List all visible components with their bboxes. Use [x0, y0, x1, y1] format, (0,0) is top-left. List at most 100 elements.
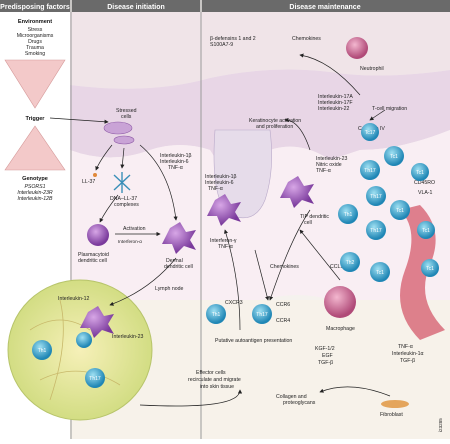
flow-arrows — [95, 53, 391, 407]
ln-th1-cell — [32, 340, 52, 360]
cluster-tc1-e: Tc1 — [376, 270, 384, 276]
th1-cxcr3-cell-label: Th1 — [212, 312, 221, 318]
defensins-label-0: β-defensins 1 and 2 — [210, 36, 256, 42]
genotype-item-1: Interleukin-23R — [17, 190, 52, 196]
environment-item-3: Trauma — [26, 45, 44, 51]
naive-t-cell — [76, 332, 92, 348]
cluster-tc1-a: Tc1 — [390, 154, 398, 160]
fibro-cytokine-2: TGF-β — [400, 358, 415, 364]
ll37-peptide — [93, 173, 97, 177]
dermis-layer — [70, 130, 450, 320]
t-cell-migration-label: T-cell migration — [372, 106, 407, 112]
stressed-cells — [103, 121, 135, 145]
cluster-tc17: Tc17 — [365, 130, 376, 136]
ln-th17-cell — [85, 368, 105, 388]
ccl19-label: CCL19 — [330, 264, 346, 270]
effector-label-2: into skin tissue — [200, 384, 234, 390]
genotype-item-2: Interleukin-12B — [18, 196, 53, 202]
header-predisposing: Predisposing factors — [0, 4, 70, 11]
th17-cytokine-1: Interleukin-17F — [318, 100, 353, 106]
macrophage — [324, 286, 356, 318]
chemokines-top-label: Chemokines — [292, 36, 321, 42]
tip-label-0: TIP dendritic — [300, 214, 329, 220]
macrophage-label: Macrophage — [326, 326, 355, 332]
fibro-cytokine-0: TNF-α — [398, 344, 413, 350]
dna-ll37-complex — [113, 172, 131, 193]
chemokines-mid-label: Chemokines — [270, 264, 299, 270]
activation-label: Activation — [123, 226, 146, 232]
init-cytokine-2: TNF-α — [168, 165, 183, 171]
environment-item-1: Microorganisms — [17, 33, 54, 39]
trigger-arrow — [49, 117, 109, 124]
tip-cytokine-2: TNF-α — [316, 168, 331, 174]
maint-cytokine-0: Interleukin-1β — [205, 174, 237, 180]
stressed-cells-label-0: Stressed — [116, 108, 137, 114]
cluster-tc1-d: Tc1 — [422, 228, 430, 234]
tip-cytokine-1: Nitric oxide — [316, 162, 342, 168]
dna-label-1: complexes — [114, 202, 139, 208]
header-bar-initiation — [72, 0, 200, 12]
interferon-alpha-label: Interferon-α — [118, 239, 142, 244]
keratinocyte-label-0: Keratinocyte activation — [249, 118, 301, 124]
maint-cytokine-1: Interleukin-6 — [205, 180, 234, 186]
cluster-th2: Th2 — [346, 260, 355, 266]
neutrophil — [346, 37, 368, 59]
cluster-tc1-c: Tc1 — [396, 208, 404, 214]
ln-il23-label: Interleukin-23 — [112, 334, 144, 340]
genotype-title: Genotype — [22, 176, 48, 182]
lymph-node-label: Lymph node — [155, 286, 183, 292]
fibro-cytokine-1: Interleukin-1α — [392, 351, 424, 357]
neutrophil-label: Neutrophil — [360, 66, 384, 72]
autoantigen-label: Putative autoantigen presentation — [215, 338, 292, 344]
dermal-papilla — [213, 129, 272, 219]
stressed-cells-label-1: cells — [121, 114, 132, 120]
init-cytokine-1: Interleukin-6 — [160, 159, 189, 165]
ifng-label-1: TNF-α — [218, 244, 233, 250]
plasmacytoid-dendritic-cell — [87, 224, 109, 246]
dermal-dendritic-cell — [162, 222, 196, 254]
effector-label-0: Effector cells — [196, 370, 226, 376]
fibroblast — [381, 400, 409, 408]
vla1-label: VLA-1 — [418, 190, 433, 196]
collagen-label-0: Collagen and — [276, 394, 307, 400]
th1-cxcr3-cell — [206, 304, 226, 324]
effector-label-1: recirculate and migrate — [188, 377, 241, 383]
ccr4-label: CCR4 — [276, 318, 290, 324]
environment-title: Environment — [18, 19, 52, 25]
environment-item-2: Drugs — [28, 39, 42, 45]
tip-dendritic-cell — [280, 176, 314, 208]
ddc-label-1: dendritic cell — [164, 264, 193, 270]
t-cell-cluster — [338, 123, 439, 282]
cxcr3-label: CXCR3 — [225, 300, 243, 306]
ln-th1-label: Th1 — [38, 348, 47, 354]
genotype-item-0: PSORS1 — [24, 184, 45, 190]
upper-skin-layer — [70, 12, 450, 89]
cluster-th17-a: Th17 — [364, 168, 376, 174]
ifng-label-0: Interferon-γ — [210, 238, 237, 244]
th17-cytokine-0: Interleukin-17A — [318, 94, 353, 100]
pdc-label-1: dendritic cell — [78, 258, 107, 264]
growth-factor-2: TGF-β — [318, 360, 333, 366]
epidermis-layer — [70, 69, 450, 175]
maint-dendritic-cell — [207, 194, 241, 226]
figure-id: i23285 — [438, 418, 443, 432]
tip-cytokine-0: Interleukin-23 — [316, 156, 348, 162]
environment-item-4: Smoking — [25, 51, 45, 57]
maint-cytokine-2: TNF-α — [208, 186, 223, 192]
growth-factor-0: KGF-1/2 — [315, 346, 335, 352]
ddc-label-0: Dermal — [166, 258, 183, 264]
th17-cytokine-2: Interleukin-22 — [318, 106, 350, 112]
header-bar-predisposing — [0, 0, 70, 12]
environment-funnel — [4, 59, 66, 109]
keratinocyte-label-1: and proliferation — [256, 124, 293, 130]
growth-factor-1: EGF — [322, 353, 333, 359]
defensins-label-1: S100A7-9 — [210, 42, 233, 48]
th17-ccr-cell — [252, 304, 272, 324]
init-cytokine-0: Interleukin-1β — [160, 153, 192, 159]
genotype-funnel — [4, 125, 66, 171]
cluster-th17-b: Th17 — [370, 194, 382, 200]
pdc-label-0: Plasmacytoid — [78, 252, 109, 258]
cluster-th17-c: Th17 — [370, 228, 382, 234]
